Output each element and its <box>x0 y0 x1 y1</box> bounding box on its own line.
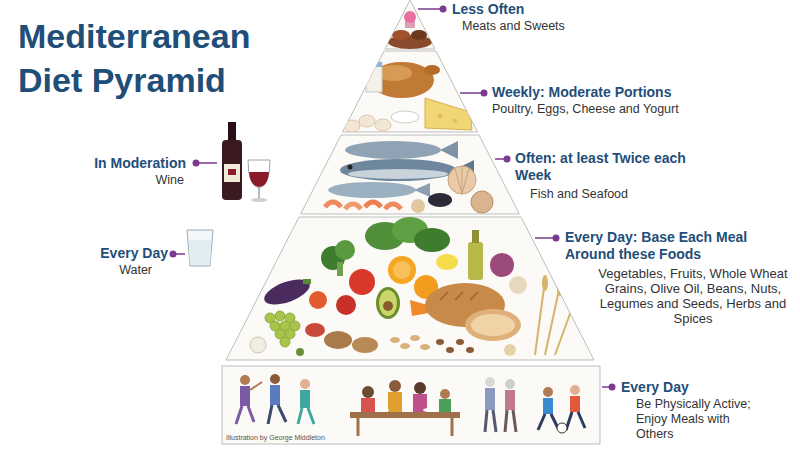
tier-heading: Less Often <box>452 1 572 18</box>
side-body: Water <box>40 263 152 278</box>
tier-weekly <box>343 51 478 132</box>
tier-body: Fish and Seafood <box>530 187 680 202</box>
people-figures <box>236 374 585 436</box>
tier-fish <box>301 135 520 214</box>
activity-band <box>222 366 600 444</box>
tier-body: Be Physically Active; Enjoy Meals with O… <box>636 397 764 442</box>
meats-sweets-art <box>388 11 432 49</box>
tier-body: Vegetables, Fruits, Whole Wheat Grains, … <box>598 266 788 326</box>
side-heading: In Moderation <box>40 155 186 172</box>
tier-heading: Every Day: Base Each Meal Around these F… <box>565 229 795 263</box>
water-glass <box>187 230 213 266</box>
poultry-eggs-art <box>344 62 472 132</box>
tier-heading: Every Day <box>621 379 741 396</box>
tier-less-often <box>385 0 435 49</box>
plant-foods-art <box>250 217 577 356</box>
tier-every-day <box>226 217 594 360</box>
tier-heading: Often: at least Twice each Week <box>515 150 710 184</box>
illustration-credit: Illustration by George Middleton <box>226 434 356 442</box>
tier-body: Meats and Sweets <box>462 19 602 34</box>
diagram-title: Mediterranean Diet Pyramid <box>18 14 308 102</box>
wine-bottle-glass <box>222 122 270 202</box>
fish-seafood-art <box>325 141 493 213</box>
tier-heading: Weekly: Moderate Portions <box>492 84 722 101</box>
side-heading: Every Day <box>40 245 168 262</box>
pyramid-tiers <box>222 0 600 444</box>
side-body: Wine <box>100 173 184 188</box>
tier-body: Poultry, Eggs, Cheese and Yogurt <box>492 102 732 117</box>
